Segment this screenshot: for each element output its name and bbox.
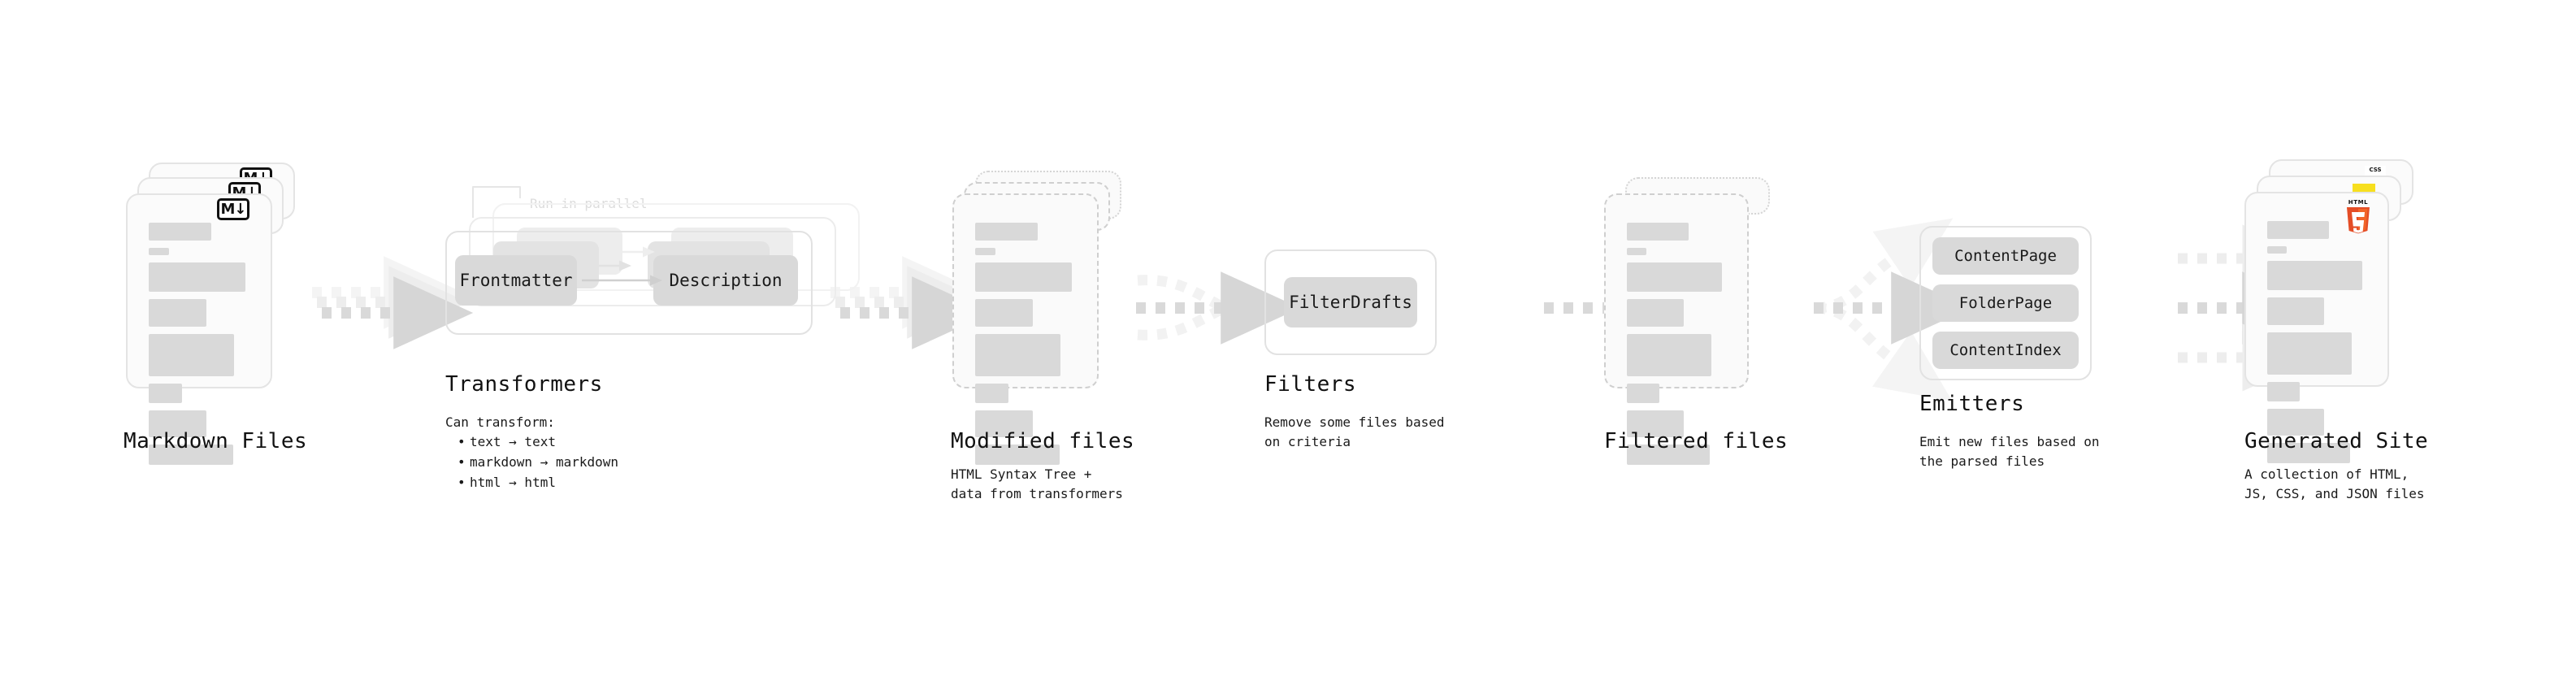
caption-filters: Filters [1264, 372, 1357, 397]
subtitle-generated-site: A collection of HTML, JS, CSS, and JSON … [2244, 466, 2425, 501]
card-bar [1627, 223, 1689, 241]
transformers-group-front [445, 231, 813, 335]
card-bar [975, 248, 995, 255]
filters-box [1264, 249, 1437, 355]
filter-pill-filterdrafts[interactable]: FilterDrafts [1284, 277, 1417, 327]
transformer-pill-description[interactable]: Description [653, 255, 798, 306]
connector-transformers-to-modified [830, 256, 992, 349]
caption-emitters: Emitters [1919, 392, 2025, 416]
card-bar [2267, 297, 2324, 325]
subtitle-emitters: Emit new files based on the parsed files [1919, 434, 2100, 469]
card-bar [975, 384, 1008, 403]
card-bar [2267, 332, 2352, 375]
card-bar [1627, 445, 1711, 465]
card-bar [149, 384, 182, 403]
card-bar [1627, 248, 1647, 255]
caption-filtered-files: Filtered files [1604, 429, 1789, 453]
card-bar [2267, 382, 2301, 401]
list-item: text → text [458, 432, 618, 453]
markdown-badge-front: M↓ [217, 198, 249, 220]
modified-card-front [952, 193, 1099, 465]
transformer-inner-arrows [582, 246, 662, 286]
card-bar [2267, 409, 2324, 436]
emitters-box [1919, 226, 2092, 380]
markdown-card-front [126, 193, 272, 465]
subtitle-filters: Remove some files based on criteria [1264, 414, 1445, 449]
generated-card-content [2246, 193, 2387, 463]
card-bar [149, 223, 211, 241]
card-bar [149, 262, 246, 292]
card-bar [149, 410, 206, 437]
card-bar [975, 223, 1038, 241]
subtitle-modified-files: HTML Syntax Tree + data from transformer… [951, 466, 1123, 501]
card-bar [975, 299, 1033, 327]
card-bar [975, 262, 1073, 292]
html5-icon: HTML [2344, 198, 2373, 234]
card-bar [2267, 443, 2351, 463]
card-bar [975, 410, 1033, 437]
card-bar [1627, 334, 1711, 376]
card-bar [1627, 410, 1684, 437]
list-item: html → html [458, 473, 618, 493]
card-bar [149, 334, 235, 376]
card-bar [1627, 299, 1684, 327]
card-bar [975, 445, 1060, 465]
card-bar [149, 445, 234, 465]
card-bar [2267, 246, 2288, 254]
filtered-card-content [1606, 195, 1747, 465]
markdown-card-content [128, 195, 271, 465]
modified-card-content [954, 195, 1097, 465]
list-item: markdown → markdown [458, 453, 618, 473]
card-bar [2267, 221, 2329, 239]
caption-generated-site: Generated Site [2244, 429, 2429, 453]
card-bar [1627, 262, 1723, 292]
caption-modified-files: Modified files [951, 429, 1135, 453]
emitter-pill-folderpage[interactable]: FolderPage [1932, 284, 2079, 322]
caption-markdown-files: Markdown Files [124, 429, 308, 453]
filtered-card-front [1604, 193, 1749, 465]
connector-markdown-to-transformers [312, 256, 474, 349]
card-bar [975, 334, 1061, 376]
emitter-pill-contentindex[interactable]: ContentIndex [1932, 332, 2079, 369]
transformers-intro: Can transform: [445, 414, 555, 430]
connector-emitters-to-site [2178, 224, 2322, 392]
caption-transformers: Transformers [445, 372, 603, 397]
card-bar [1627, 384, 1660, 403]
card-bar [149, 248, 169, 255]
connector-filtered-to-emitters [1814, 218, 1971, 401]
card-bar [149, 299, 206, 327]
transformer-pill-frontmatter[interactable]: Frontmatter [455, 255, 577, 306]
connector-modified-to-filters [1136, 271, 1301, 345]
transformers-capability-list: text → text markdown → markdown html → h… [455, 432, 618, 492]
card-bar [2267, 261, 2363, 290]
svg-text:HTML: HTML [2348, 199, 2368, 206]
emitter-pill-contentpage[interactable]: ContentPage [1932, 237, 2079, 275]
